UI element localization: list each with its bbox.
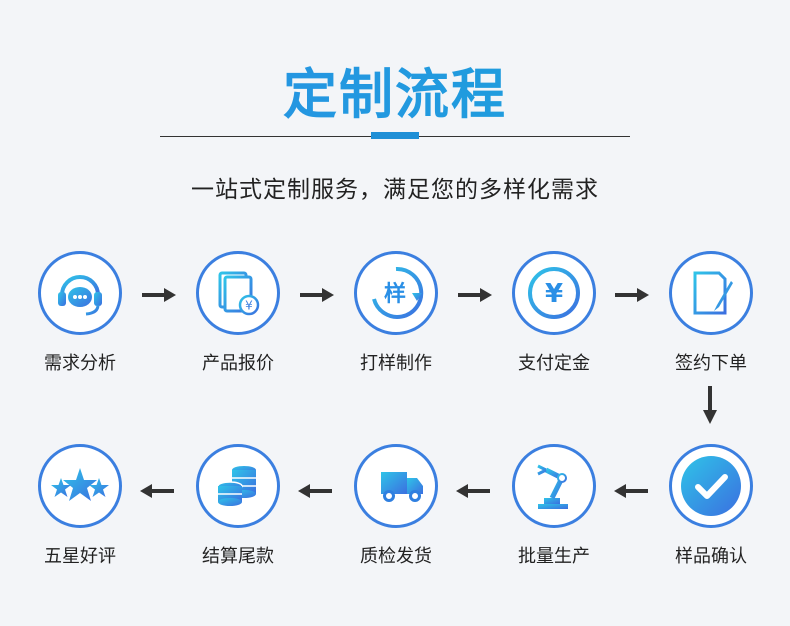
step-final-payment: 结算尾款 [183,444,293,568]
step-mass-production: 批量生产 [499,444,609,568]
step-five-star-review: 五星好评 [25,444,135,568]
arrow-left-icon [140,484,174,498]
five-star-icon [51,468,109,501]
step-label: 产品报价 [202,353,274,374]
robot-arm-icon [537,464,568,509]
delivery-truck-icon [367,472,423,502]
arrow-right-icon [300,288,334,302]
step-label: 支付定金 [518,353,590,374]
step-label: 样品确认 [675,546,747,567]
step-sign-order: 签约下单 [656,251,766,375]
yuan-coin-icon: ¥ [528,267,580,319]
step-pay-deposit: ¥ 支付定金 [499,251,609,375]
arrow-left-icon [614,484,648,498]
step-label: 批量生产 [518,546,590,567]
page-title: 定制流程 [0,50,790,129]
check-icon [681,456,741,516]
arrow-right-icon [142,288,176,302]
yuan-small-glyph: ¥ [245,299,253,313]
step-label: 五星好评 [44,546,116,567]
sample-glyph: 样 [384,281,406,307]
step-label: 结算尾款 [202,546,274,567]
quote-document-icon: ¥ [218,271,260,316]
arrow-down-icon [703,386,717,424]
step-sample-making: 样 打样制作 [341,251,451,375]
yuan-glyph: ¥ [545,279,563,309]
step-label: 签约下单 [675,353,747,374]
headset-chat-icon [58,275,102,316]
step-requirement-analysis: 需求分析 [25,251,135,375]
arrow-left-icon [456,484,490,498]
page-subtitle: 一站式定制服务，满足您的多样化需求 [191,177,599,203]
title-divider-accent [371,132,419,139]
step-sample-confirm: 样品确认 [656,444,766,568]
arrow-right-icon [615,288,649,302]
arrow-right-icon [458,288,492,302]
sample-cycle-icon: 样 [372,266,424,319]
step-qc-shipping: 质检发货 [341,444,451,568]
step-label: 需求分析 [44,353,116,374]
step-label: 质检发货 [360,546,432,567]
step-label: 打样制作 [360,353,432,374]
coin-stack-icon [217,466,256,506]
arrow-left-icon [298,484,332,498]
contract-sign-icon [693,271,733,315]
step-product-quote: ¥ 产品报价 [183,251,293,375]
